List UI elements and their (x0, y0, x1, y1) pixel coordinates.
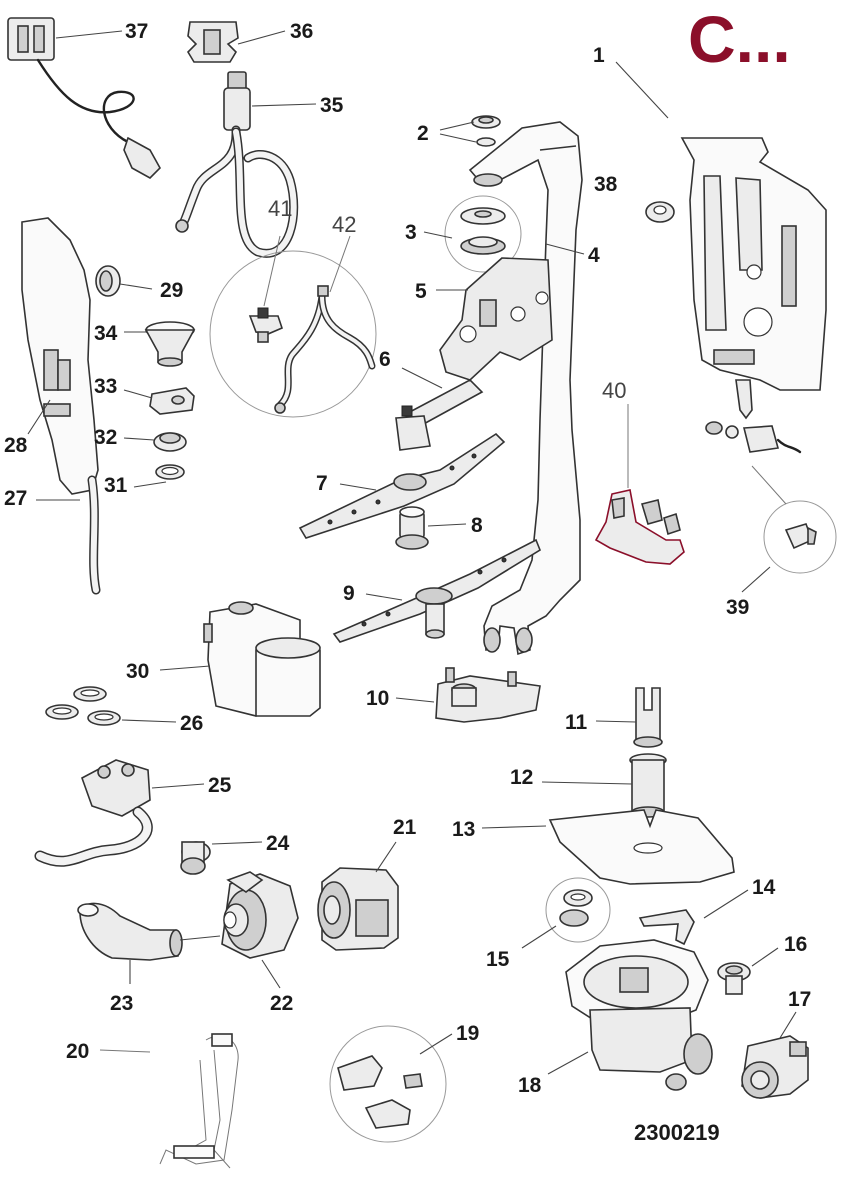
part-1-fittings (705, 421, 802, 454)
part-13-flat-filter: 13 (452, 809, 735, 885)
part-22-pump: 22 (221, 871, 299, 1015)
part-40-clips: 40 (594, 378, 685, 565)
part-29-cap: 29 (95, 265, 183, 302)
label-3: 3 (405, 221, 417, 244)
label-31: 31 (104, 474, 128, 497)
label-12: 12 (510, 766, 533, 789)
label-7: 7 (316, 472, 328, 495)
label-6: 6 (379, 348, 391, 371)
label-2: 2 (417, 122, 429, 145)
part-25-valve: 25 (34, 759, 232, 867)
label-15: 15 (486, 948, 510, 971)
label-9: 9 (343, 582, 355, 605)
part-18-sump: 18 (518, 939, 713, 1097)
part-12-filter-cup: 12 (510, 753, 667, 818)
part-34-funnel: 34 (94, 321, 196, 367)
part-4-conduit-tube: 4 (468, 121, 600, 656)
label-13: 13 (452, 818, 475, 841)
part-6-pipe: 6 (379, 348, 484, 451)
part-37-power-cord: 37 (7, 17, 161, 179)
part-2-nut-washer: 2 (417, 115, 501, 147)
label-24: 24 (266, 832, 290, 855)
label-37: 37 (125, 20, 148, 43)
label-14: 14 (752, 876, 776, 899)
label-17: 17 (788, 988, 811, 1011)
part-11-filter: 11 (565, 687, 663, 748)
label-1: 1 (593, 44, 605, 67)
diagram-reference-number: 2300219 (634, 1120, 720, 1145)
label-27: 27 (4, 487, 27, 510)
label-29: 29 (160, 279, 183, 302)
part-39-connector: 39 (726, 465, 837, 619)
label-32: 32 (94, 426, 117, 449)
label-18: 18 (518, 1074, 542, 1097)
label-28: 28 (4, 434, 28, 457)
brand-mark: C... (688, 2, 791, 76)
part-9-lower-spray-arm: 9 (332, 538, 541, 643)
part-31-ring: 31 (104, 464, 185, 497)
label-25: 25 (208, 774, 232, 797)
part-36-clip: 36 (186, 20, 313, 63)
label-39: 39 (726, 596, 749, 619)
part-30-softener: 30 (126, 601, 321, 717)
part-16-valve-cap: 16 (717, 933, 807, 995)
label-41: 41 (268, 196, 292, 221)
part-26-rings: 26 (45, 686, 203, 735)
callout-41-42: 41 42 (209, 196, 377, 418)
part-19-sensor: 19 (329, 1022, 479, 1143)
label-19: 19 (456, 1022, 479, 1045)
label-4: 4 (588, 244, 600, 267)
label-35: 35 (320, 94, 344, 117)
part-28-side-panel: 28 27 (4, 217, 101, 595)
label-21: 21 (393, 816, 417, 839)
part-3-filter-assembly: 3 (405, 195, 522, 273)
part-35-inlet-hose: 35 (175, 71, 344, 258)
label-34: 34 (94, 322, 118, 345)
part-24-sleeve: 24 (180, 832, 290, 875)
label-20: 20 (66, 1040, 89, 1063)
label-23: 23 (110, 992, 133, 1015)
label-30: 30 (126, 660, 149, 683)
label-33: 33 (94, 375, 117, 398)
part-14-latch: 14 (638, 876, 776, 946)
part-10-housing: 10 (366, 667, 541, 723)
label-11: 11 (565, 711, 588, 734)
label-26: 26 (180, 712, 203, 735)
part-8-connector: 8 (395, 506, 483, 550)
part-7-upper-spray-arm: 7 (298, 432, 506, 539)
part-21-motor: 21 (317, 816, 417, 951)
part-23-elbow-hose: 23 (77, 902, 221, 1015)
label-5: 5 (415, 280, 427, 303)
part-38-grommet: 38 (594, 173, 675, 223)
label-22: 22 (270, 992, 293, 1015)
label-16: 16 (784, 933, 807, 956)
label-42: 42 (332, 212, 356, 237)
part-17-drain-pump: 17 (741, 988, 811, 1099)
part-32-nut: 32 (94, 426, 187, 452)
part-1-bracket-panel: 1 (593, 44, 827, 420)
label-10: 10 (366, 687, 389, 710)
label-38: 38 (594, 173, 618, 196)
part-5-hub: 5 (415, 257, 553, 381)
label-36: 36 (290, 20, 313, 43)
label-8: 8 (471, 514, 483, 537)
part-20-wiring-harness: 20 (66, 1033, 239, 1169)
part-15-seal: 15 (486, 877, 611, 971)
label-40: 40 (602, 378, 626, 403)
part-33-lid: 33 (94, 375, 195, 415)
